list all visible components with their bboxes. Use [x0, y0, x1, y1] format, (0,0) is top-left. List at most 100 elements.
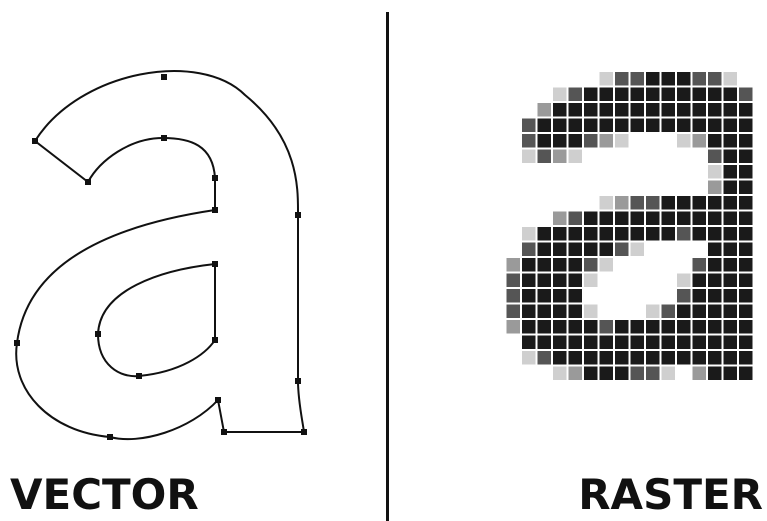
pixel-cell: [693, 196, 707, 210]
pixel-cell: [522, 243, 536, 257]
pixel-cell: [569, 212, 583, 226]
pixel-cell: [662, 119, 676, 133]
pixel-cell: [677, 289, 691, 303]
pixel-cell: [631, 243, 645, 257]
pixel-cell: [646, 320, 660, 334]
pixel-cell: [724, 88, 738, 102]
pixel-cell: [507, 289, 521, 303]
pixel-cell: [569, 305, 583, 319]
pixel-cell: [522, 134, 536, 148]
pixel-cell: [631, 212, 645, 226]
pixel-cell: [693, 289, 707, 303]
pixel-cell: [522, 119, 536, 133]
pixel-cell: [569, 274, 583, 288]
pixel-cell: [538, 351, 552, 365]
pixel-cell: [662, 196, 676, 210]
pixel-cell: [553, 367, 567, 381]
pixel-cell: [693, 88, 707, 102]
pixel-cell: [739, 258, 753, 272]
pixel-cell: [693, 134, 707, 148]
pixel-cell: [724, 72, 738, 86]
pixel-cell: [708, 274, 722, 288]
pixel-cell: [708, 196, 722, 210]
pixel-cell: [522, 289, 536, 303]
pixel-cell: [739, 243, 753, 257]
pixel-cell: [677, 196, 691, 210]
pixel-cell: [569, 134, 583, 148]
pixel-cell: [584, 274, 598, 288]
pixel-cell: [677, 320, 691, 334]
pixel-cell: [553, 320, 567, 334]
pixel-cell: [708, 367, 722, 381]
pixel-cell: [615, 119, 629, 133]
pixel-cell: [507, 305, 521, 319]
pixel-cell: [538, 134, 552, 148]
pixel-cell: [631, 119, 645, 133]
pixel-cell: [584, 243, 598, 257]
pixel-cell: [600, 243, 614, 257]
pixel-cell: [646, 72, 660, 86]
pixel-cell: [615, 336, 629, 350]
pixel-cell: [615, 320, 629, 334]
pixel-cell: [615, 367, 629, 381]
pixel-cell: [569, 336, 583, 350]
pixel-cell: [708, 150, 722, 164]
pixel-cell: [677, 103, 691, 117]
pixel-cell: [693, 367, 707, 381]
pixel-cell: [615, 351, 629, 365]
pixel-cell: [693, 227, 707, 241]
pixel-cell: [677, 227, 691, 241]
pixel-cell: [646, 305, 660, 319]
pixel-cell: [724, 305, 738, 319]
pixel-cell: [662, 212, 676, 226]
pixel-cell: [631, 351, 645, 365]
pixel-cell: [724, 119, 738, 133]
pixel-cell: [553, 289, 567, 303]
pixel-cell: [615, 227, 629, 241]
pixel-cell: [569, 88, 583, 102]
pixel-cell: [553, 351, 567, 365]
pixel-cell: [584, 103, 598, 117]
pixel-cell: [600, 320, 614, 334]
pixel-cell: [600, 351, 614, 365]
pixel-cell: [600, 336, 614, 350]
pixel-cell: [693, 320, 707, 334]
pixel-cell: [708, 258, 722, 272]
pixel-cell: [615, 72, 629, 86]
pixel-cell: [600, 196, 614, 210]
pixel-cell: [522, 336, 536, 350]
pixel-cell: [584, 88, 598, 102]
pixel-cell: [724, 367, 738, 381]
pixel-cell: [708, 212, 722, 226]
pixel-cell: [615, 196, 629, 210]
pixel-cell: [739, 134, 753, 148]
pixel-cell: [708, 165, 722, 179]
pixel-cell: [739, 320, 753, 334]
pixel-cell: [739, 289, 753, 303]
pixel-cell: [739, 227, 753, 241]
pixel-cell: [600, 227, 614, 241]
pixel-cell: [724, 320, 738, 334]
pixel-cell: [739, 212, 753, 226]
pixel-cell: [507, 258, 521, 272]
pixel-cell: [631, 72, 645, 86]
pixel-cell: [739, 274, 753, 288]
pixel-cell: [631, 367, 645, 381]
pixel-cell: [739, 119, 753, 133]
pixel-cell: [600, 88, 614, 102]
pixel-cell: [569, 258, 583, 272]
pixel-cell: [584, 320, 598, 334]
pixel-cell: [646, 367, 660, 381]
pixel-cell: [584, 305, 598, 319]
pixel-cell: [724, 150, 738, 164]
pixel-cell: [631, 227, 645, 241]
pixel-cell: [631, 103, 645, 117]
pixel-cell: [553, 134, 567, 148]
pixel-cell: [631, 320, 645, 334]
pixel-cell: [553, 212, 567, 226]
vector-label: VECTOR: [10, 470, 199, 520]
pixel-cell: [584, 351, 598, 365]
center-divider: [386, 12, 389, 521]
pixel-cell: [507, 320, 521, 334]
